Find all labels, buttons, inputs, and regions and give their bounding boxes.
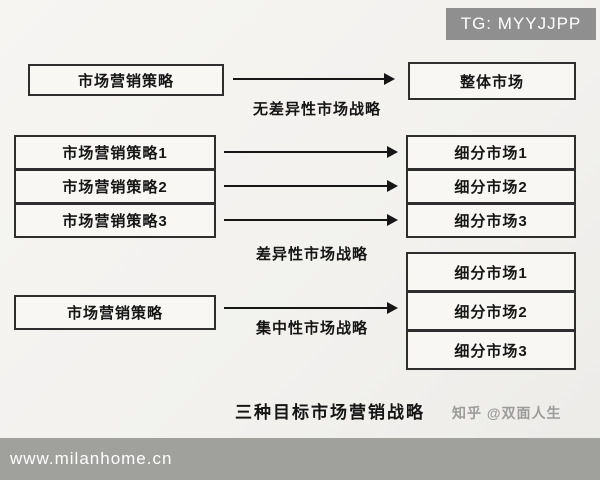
diagram-caption: 三种目标市场营销战略 bbox=[235, 403, 425, 422]
zhihu-credit: 知乎 @双面人生 bbox=[452, 405, 562, 421]
label-undifferentiated-strategy: 无差异性市场战略 bbox=[252, 101, 381, 118]
segment-market-box-3: 细分市场3 bbox=[406, 330, 576, 370]
arrow-right-icon bbox=[224, 302, 398, 314]
marketing-strategy-box-2: 市场营销策略2 bbox=[14, 169, 216, 204]
marketing-strategy-box-3: 市场营销策略3 bbox=[14, 203, 216, 238]
bottom-watermark-bar: www.milanhome.cn bbox=[0, 438, 600, 480]
segment-market-box-2: 细分市场2 bbox=[406, 291, 576, 331]
arrow-right-icon bbox=[224, 146, 398, 158]
whole-market-box: 整体市场 bbox=[408, 62, 576, 100]
arrow-right-icon bbox=[233, 73, 395, 85]
segment-market-box-3: 细分市场3 bbox=[406, 203, 576, 238]
arrow-right-icon bbox=[224, 214, 398, 226]
segment-market-box-2: 细分市场2 bbox=[406, 169, 576, 204]
marketing-strategy-box: 市场营销策略 bbox=[14, 295, 216, 330]
segment-market-box-1: 细分市场1 bbox=[406, 135, 576, 170]
marketing-strategy-box: 市场营销策略 bbox=[28, 64, 224, 96]
site-watermark: www.milanhome.cn bbox=[10, 449, 173, 468]
label-differentiated-strategy: 差异性市场战略 bbox=[255, 246, 368, 263]
label-concentrated-strategy: 集中性市场战略 bbox=[255, 320, 368, 337]
arrow-right-icon bbox=[224, 180, 398, 192]
top-watermark-badge: TG: MYYJJPP bbox=[446, 8, 596, 40]
segment-market-box-1: 细分市场1 bbox=[406, 252, 576, 292]
marketing-strategy-box-1: 市场营销策略1 bbox=[14, 135, 216, 170]
